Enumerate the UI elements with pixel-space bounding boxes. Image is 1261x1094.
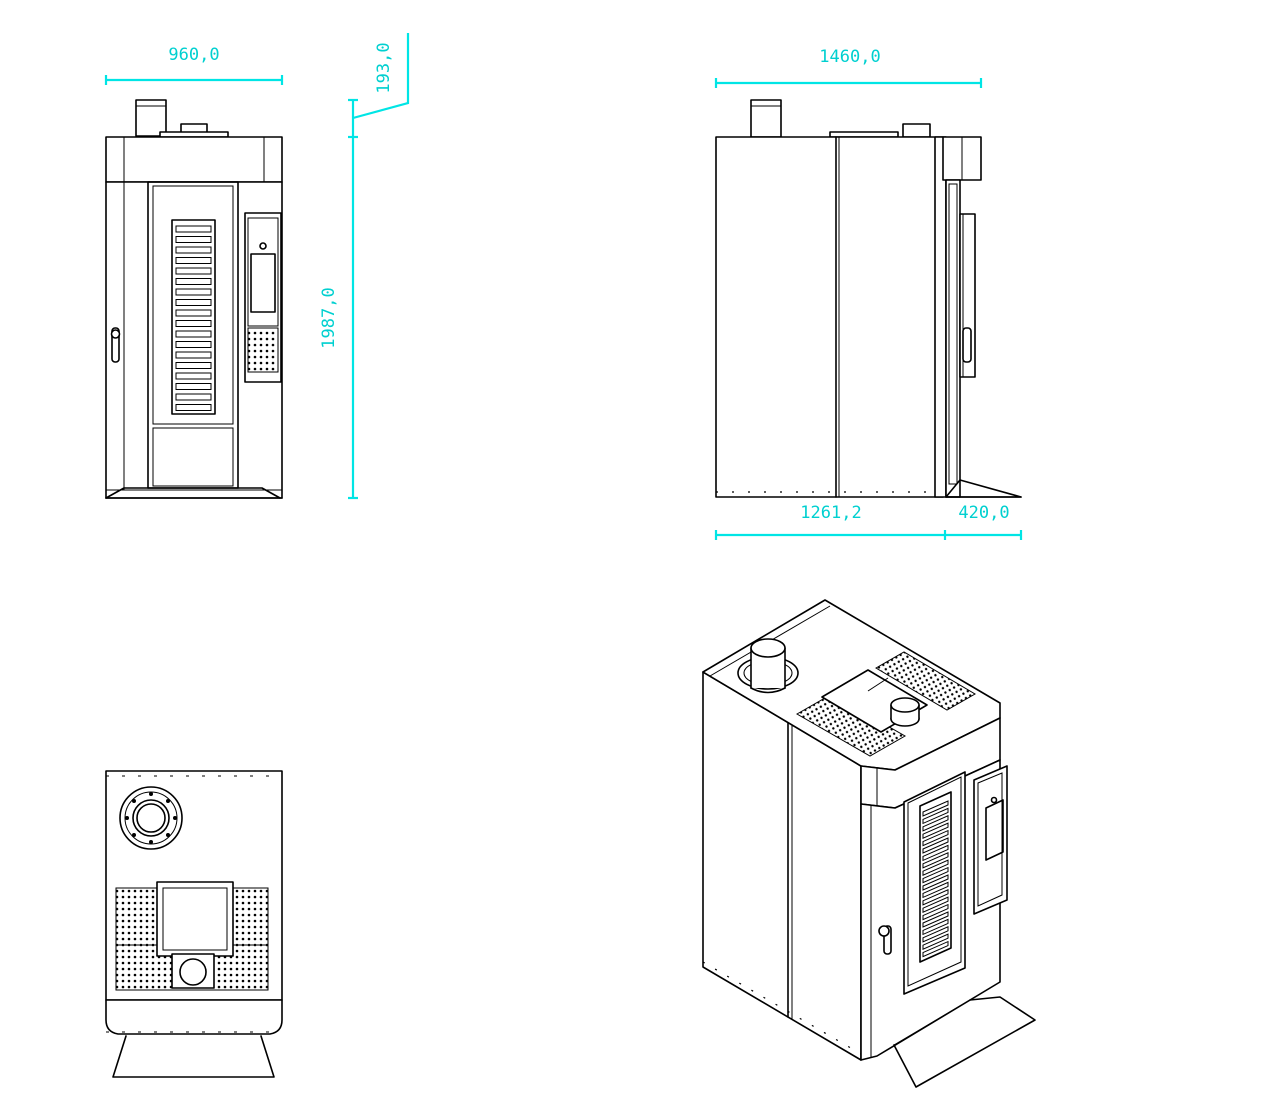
chimney-height-label: 193,0 bbox=[374, 42, 394, 93]
louvre-slat bbox=[175, 299, 212, 306]
exhaust-port bbox=[179, 958, 207, 986]
iso-display-screen bbox=[985, 799, 1004, 861]
louvre-slat bbox=[175, 257, 212, 264]
door-edge bbox=[945, 179, 961, 498]
iso-louvre-slat bbox=[922, 829, 949, 847]
chimney bbox=[135, 99, 167, 137]
iso-louvre-slat bbox=[922, 807, 949, 825]
window-louvres bbox=[175, 225, 212, 411]
dimension-labels: 960,0 193,0 1987,0 1460,0 1261,2 420,0 bbox=[168, 42, 1009, 523]
louvre-slat bbox=[175, 246, 212, 254]
louvre-slat bbox=[175, 330, 212, 338]
display-screen bbox=[250, 253, 276, 313]
vent-grille bbox=[247, 327, 279, 373]
loading-ramp bbox=[112, 1035, 275, 1078]
vent-hood bbox=[156, 881, 234, 957]
iso-perforated-right bbox=[875, 651, 976, 711]
louvre-slat bbox=[175, 341, 212, 348]
louvre-slat bbox=[175, 320, 212, 327]
louvre-slat bbox=[175, 404, 212, 411]
door-window bbox=[171, 219, 216, 415]
iso-louvre-slat bbox=[922, 918, 949, 936]
iso-window-louvres bbox=[922, 800, 949, 958]
power-knob bbox=[259, 242, 267, 250]
louvre-slat bbox=[175, 362, 212, 369]
iso-door-handle bbox=[878, 925, 892, 955]
iso-louvre-slat bbox=[922, 844, 949, 862]
louvre-slat bbox=[175, 309, 212, 317]
ramp-depth-label: 420,0 bbox=[958, 503, 1009, 523]
iso-louvre-slat bbox=[922, 881, 949, 899]
top-view bbox=[105, 770, 283, 1078]
dimension-lines bbox=[104, 33, 1023, 540]
total-height-label: 1987,0 bbox=[319, 287, 339, 348]
iso-louvre-slat bbox=[922, 874, 949, 891]
base-plate bbox=[105, 487, 281, 499]
louvre-slat bbox=[175, 383, 212, 390]
iso-louvre-slat bbox=[922, 926, 949, 943]
iso-louvre-slat bbox=[922, 940, 949, 958]
iso-louvre-slat bbox=[922, 889, 949, 906]
iso-louvre-slat bbox=[922, 859, 949, 876]
chimney-flange bbox=[119, 786, 183, 850]
door-handle bbox=[962, 327, 972, 363]
side-depth-label: 1460,0 bbox=[819, 47, 880, 67]
iso-perforated-left bbox=[795, 693, 907, 757]
louvre-slat bbox=[175, 225, 212, 233]
iso-exhaust bbox=[890, 697, 920, 727]
door-handle bbox=[110, 327, 121, 363]
iso-louvre-slat bbox=[922, 903, 949, 921]
louvre-slat bbox=[175, 288, 212, 296]
front-cap bbox=[105, 999, 283, 1035]
iso-loading-ramp bbox=[893, 996, 1036, 1088]
louvre-slat bbox=[175, 351, 212, 359]
louvre-slat bbox=[175, 267, 212, 275]
isometric-view bbox=[702, 599, 1036, 1088]
iso-chimney bbox=[737, 638, 799, 694]
louvre-slat bbox=[175, 236, 212, 243]
iso-louvre-slat bbox=[922, 800, 949, 817]
iso-louvre-slat bbox=[922, 852, 949, 869]
iso-louvre-slat bbox=[922, 837, 949, 854]
body-depth-label: 1261,2 bbox=[800, 503, 861, 523]
iso-louvre-slat bbox=[922, 933, 949, 950]
louvre-slat bbox=[175, 372, 212, 380]
iso-louvre-slat bbox=[922, 822, 949, 839]
front-view bbox=[105, 99, 283, 499]
iso-louvre-slat bbox=[922, 911, 949, 928]
front-width-label: 960,0 bbox=[168, 45, 219, 65]
iso-louvre-slat bbox=[922, 866, 949, 884]
iso-louvre-slat bbox=[922, 896, 949, 913]
vent-box bbox=[902, 123, 931, 138]
oven-body-side bbox=[715, 136, 944, 498]
louvre-slat bbox=[175, 278, 212, 285]
louvre-slat bbox=[175, 393, 212, 401]
top-cap bbox=[105, 136, 283, 183]
iso-control-panel bbox=[973, 765, 1008, 915]
iso-louvre-slat bbox=[922, 815, 949, 832]
side-view bbox=[715, 99, 1022, 498]
